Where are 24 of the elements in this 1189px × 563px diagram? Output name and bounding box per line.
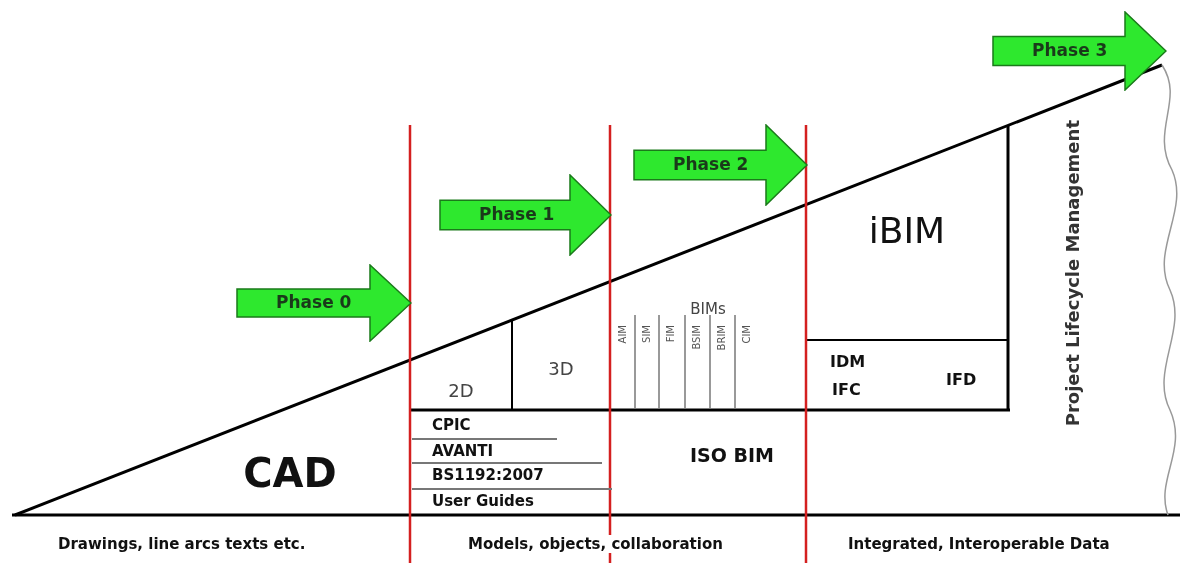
model-type-label: FIM	[665, 325, 676, 343]
phase-label: Phase 0	[276, 292, 352, 312]
region-label: ISO BIM	[690, 444, 774, 466]
phase-label: Phase 3	[1032, 40, 1108, 60]
region-label: BIMs	[689, 300, 727, 318]
standard-name: AVANTI	[432, 442, 494, 460]
model-type-label: BSIM	[691, 325, 702, 350]
model-type-label: SIM	[641, 325, 652, 343]
standard-name: BS1192:2007	[432, 466, 544, 484]
standard-name: User Guides	[432, 492, 534, 510]
level-title: iBIM	[867, 210, 947, 251]
region-label: 2D	[447, 380, 475, 401]
model-type-label: BRIM	[716, 325, 727, 351]
lifecycle-label: Project Lifecycle Management	[1062, 120, 1083, 427]
phase-label: Phase 2	[673, 154, 749, 174]
model-type-label: CIM	[741, 325, 752, 344]
standard-acronym: IFC	[832, 380, 861, 399]
phase-label: Phase 1	[479, 204, 555, 224]
standard-acronym: IDM	[830, 352, 866, 371]
standard-acronym: IFD	[946, 370, 977, 389]
region-label: 3D	[547, 358, 575, 379]
standard-name: CPIC	[432, 416, 471, 434]
model-type-label: AIM	[617, 325, 628, 344]
level-title: CAD	[242, 450, 338, 496]
